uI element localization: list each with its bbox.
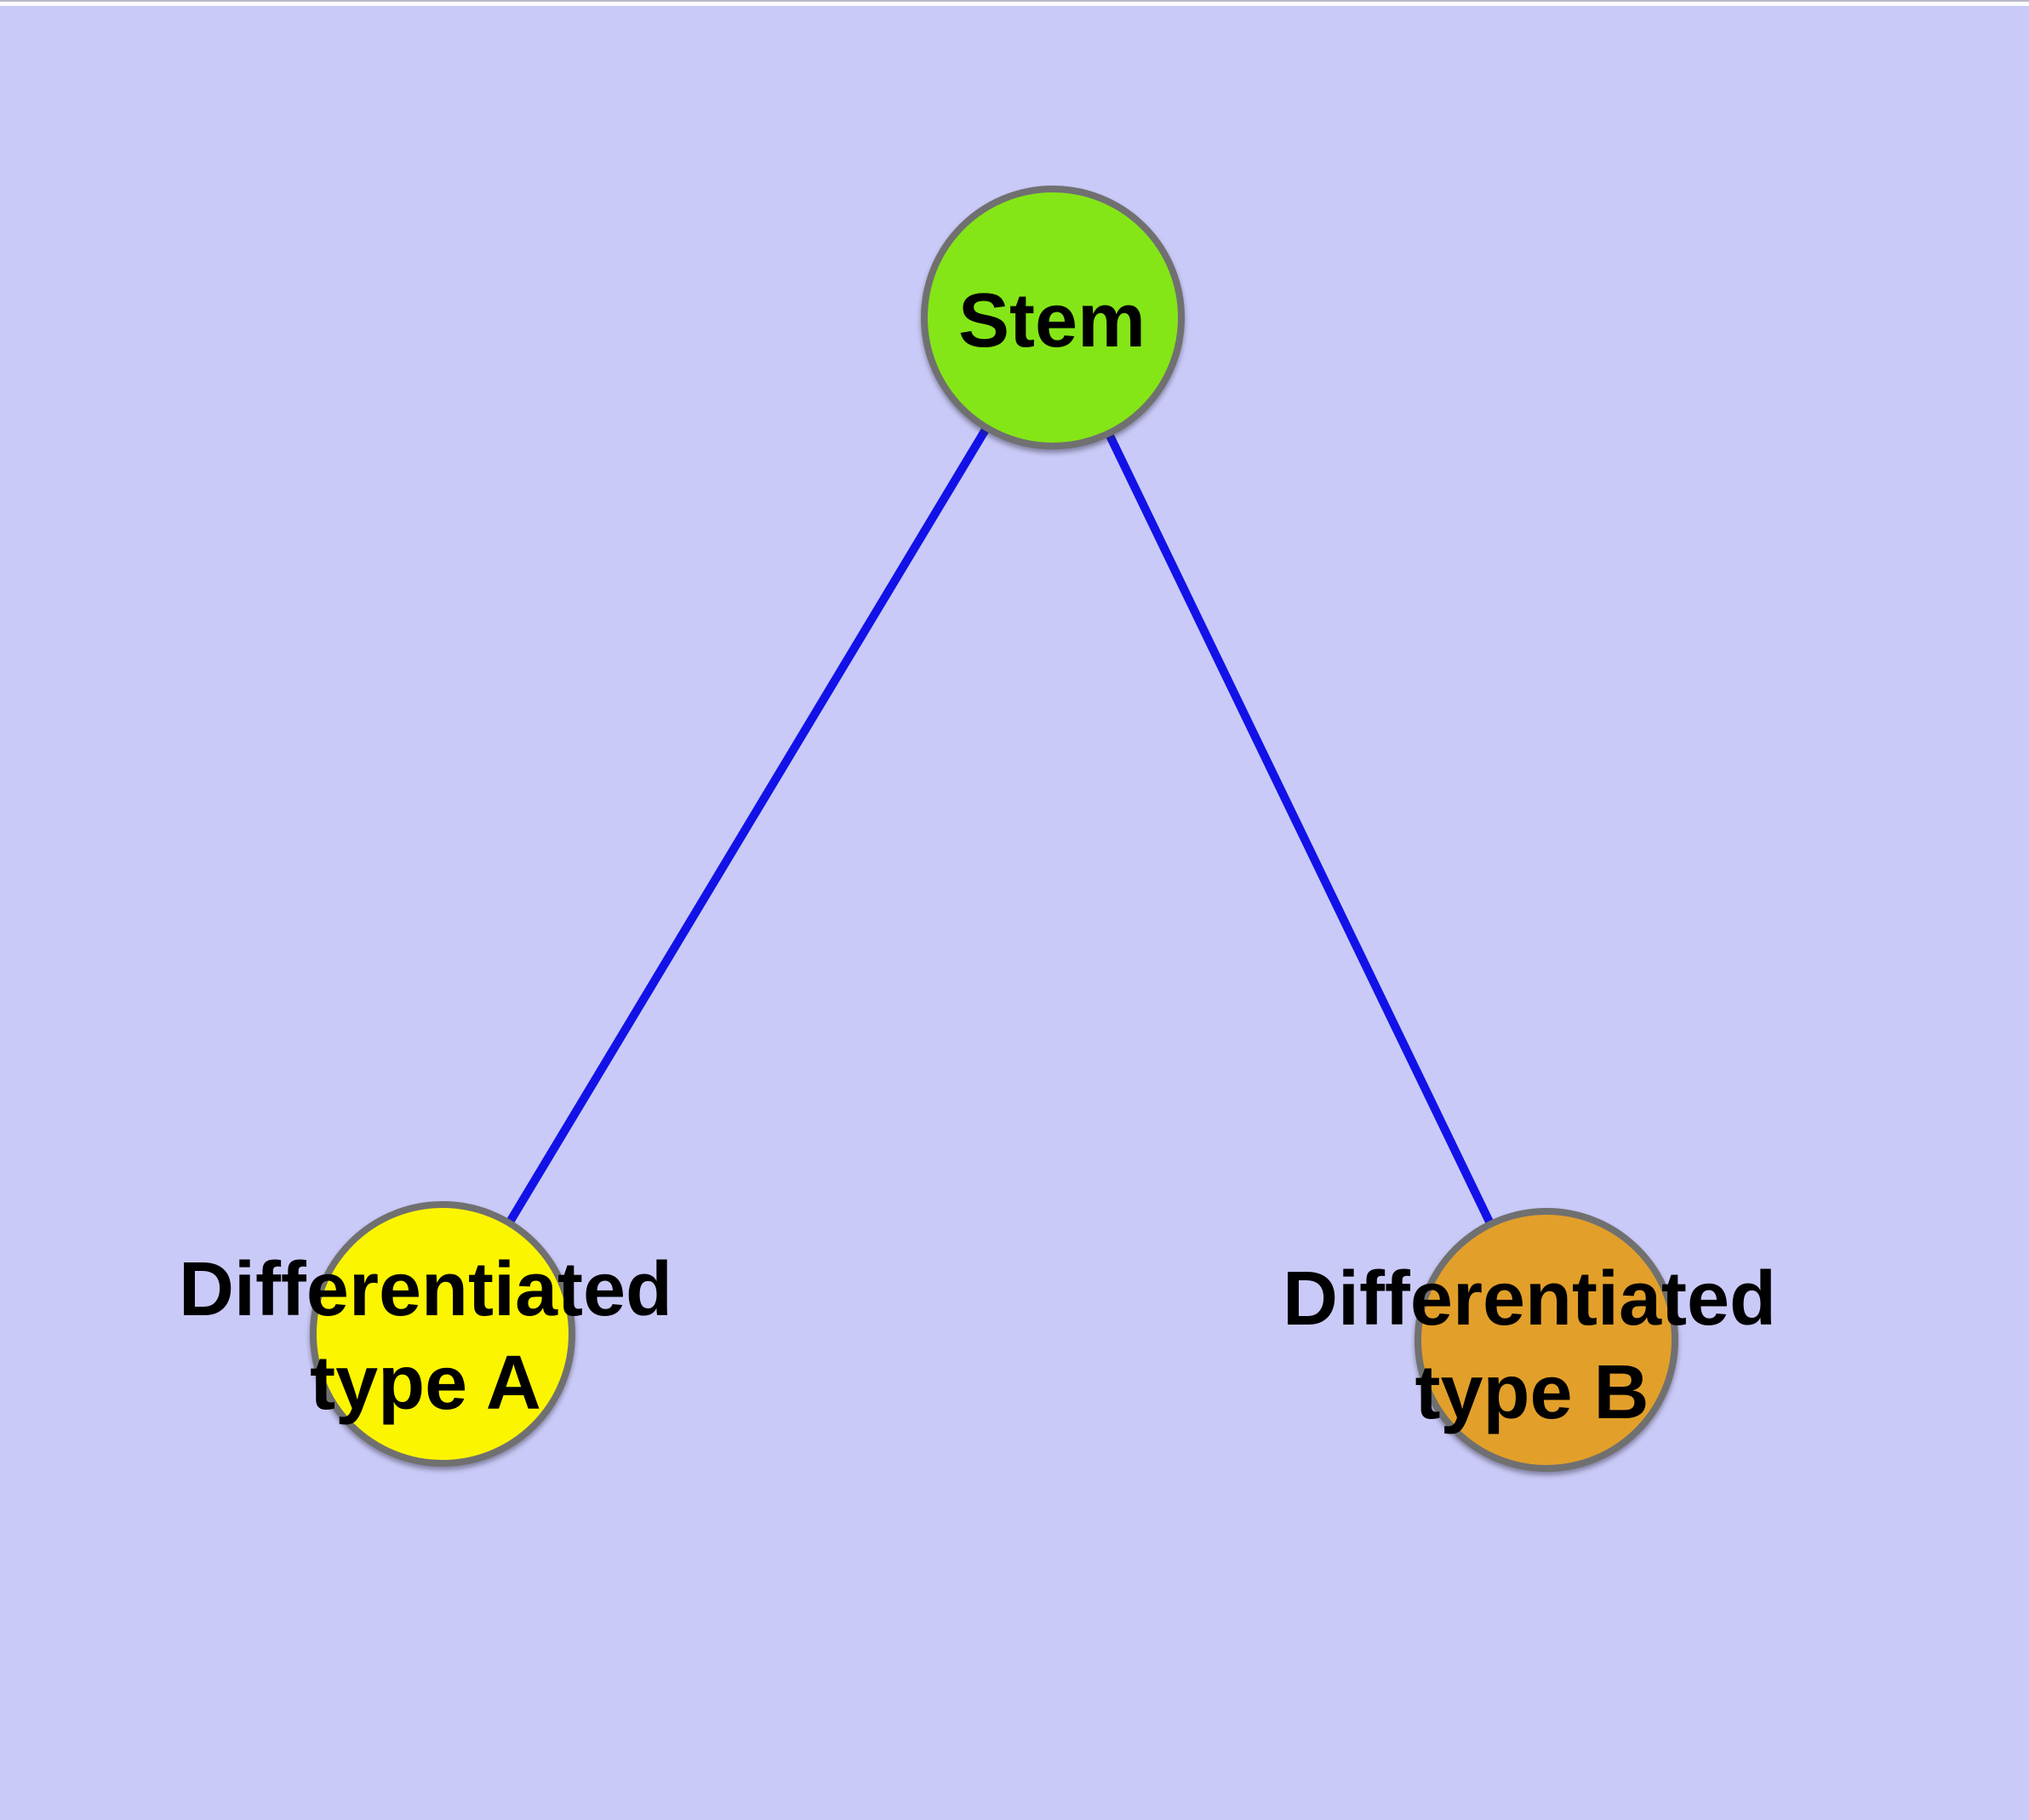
top-frame-line xyxy=(0,0,2029,2)
node-type-b-circle xyxy=(1415,1208,1678,1472)
node-type-b-label-line1: Differentiated xyxy=(1283,1256,1776,1342)
top-frame-strip xyxy=(0,2,2029,6)
node-type-a-label-line2: type A xyxy=(310,1341,541,1426)
edge-stem-to-type-b xyxy=(1049,315,1551,1342)
edge-layer xyxy=(438,315,1551,1342)
node-type-a-circle xyxy=(310,1201,575,1467)
label-layer: Stem Differentiated type A Differentiate… xyxy=(179,278,1776,1435)
node-stem-label: Stem xyxy=(958,278,1146,363)
edge-stem-to-type-a xyxy=(438,315,1057,1336)
node-layer xyxy=(310,186,1678,1472)
node-type-a-label-line1: Differentiated xyxy=(179,1247,672,1332)
node-stem-circle xyxy=(921,186,1185,449)
node-type-b-label-line2: type B xyxy=(1415,1350,1649,1435)
